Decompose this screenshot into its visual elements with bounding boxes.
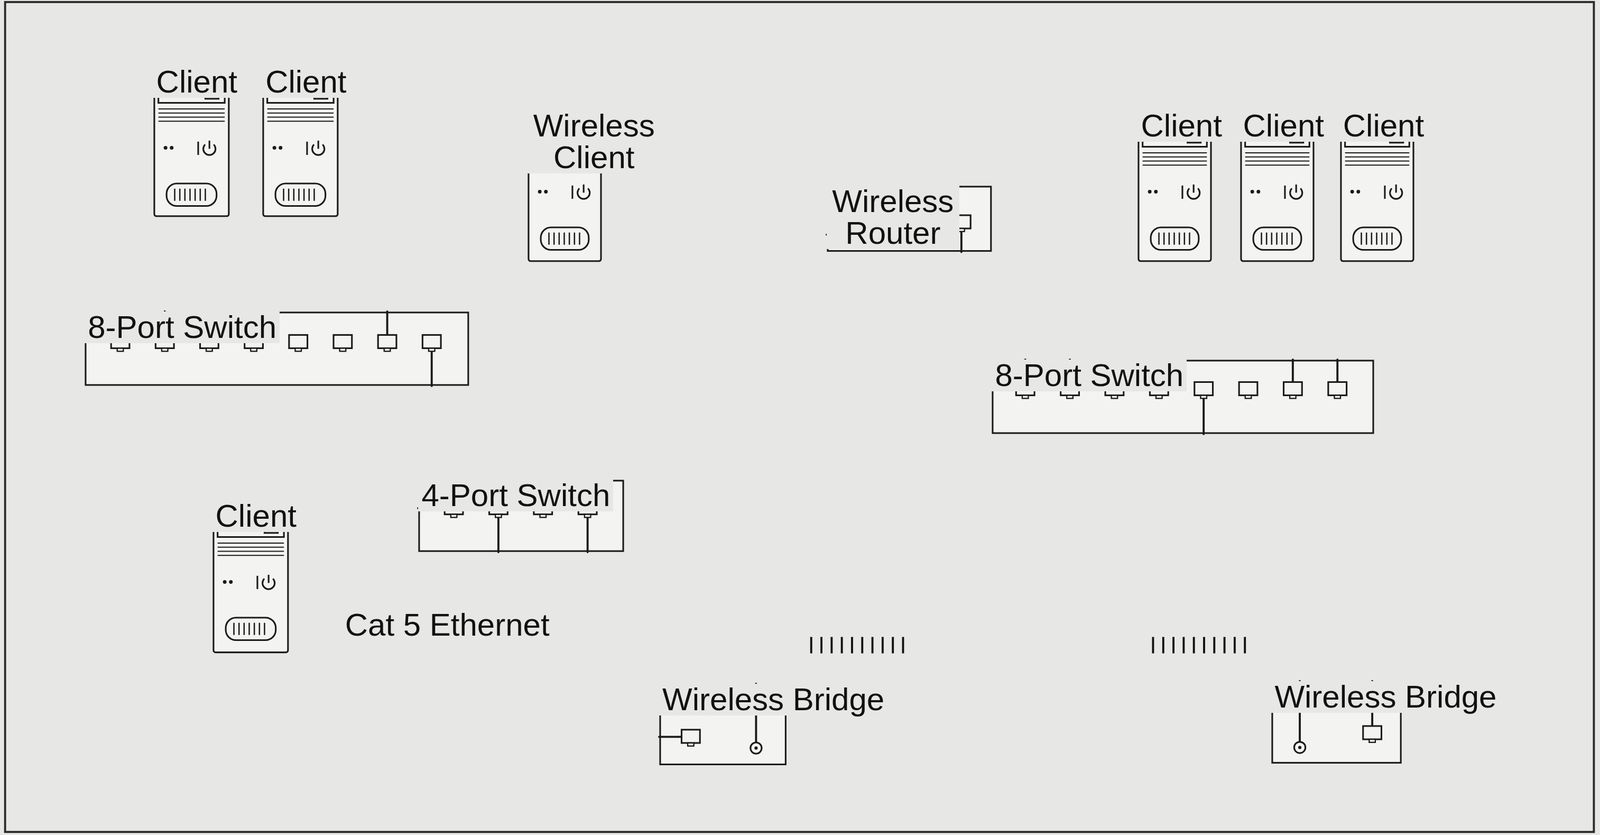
picture-frame bbox=[5, 2, 1595, 832]
client-computer: Client bbox=[1137, 109, 1213, 263]
device-label: Client bbox=[212, 500, 300, 532]
device-label: 4-Port Switch bbox=[418, 479, 614, 512]
device-label: Wireless Bridge bbox=[659, 683, 888, 716]
client-computer: Client bbox=[153, 66, 230, 218]
wireless-client-computer: Wireless Client bbox=[527, 109, 603, 263]
device-label: Client bbox=[1137, 109, 1225, 142]
network-switch: 4-Port Switch bbox=[418, 479, 625, 552]
client-computer: Client bbox=[262, 66, 339, 218]
device-label: Wireless Client bbox=[527, 109, 661, 174]
wireless-router: Wireless Router bbox=[826, 185, 993, 252]
client-computer: Client bbox=[1240, 109, 1315, 263]
client-computer: Client bbox=[1339, 109, 1415, 263]
device-label: 8-Port Switch bbox=[84, 311, 280, 344]
wireless-bridge: Wireless Bridge bbox=[659, 683, 787, 765]
yagi-antenna bbox=[1152, 636, 1245, 654]
device-label: Wireless Bridge bbox=[1271, 680, 1500, 713]
network-switch: 8-Port Switch bbox=[991, 359, 1375, 434]
device-label: Client bbox=[153, 66, 241, 98]
device-label: Client bbox=[1339, 109, 1428, 142]
wireless-bridge: Wireless Bridge bbox=[1271, 680, 1402, 764]
yagi-antenna bbox=[811, 636, 904, 654]
client-computer: Client bbox=[212, 500, 290, 654]
device-label: Client bbox=[1240, 109, 1328, 142]
cable-label: Cat 5 Ethernet bbox=[341, 608, 553, 641]
device-label: Client bbox=[262, 66, 350, 98]
device-label: Wireless Router bbox=[826, 185, 960, 249]
network-switch: 8-Port Switch bbox=[84, 311, 470, 386]
device-label: 8-Port Switch bbox=[991, 359, 1187, 392]
